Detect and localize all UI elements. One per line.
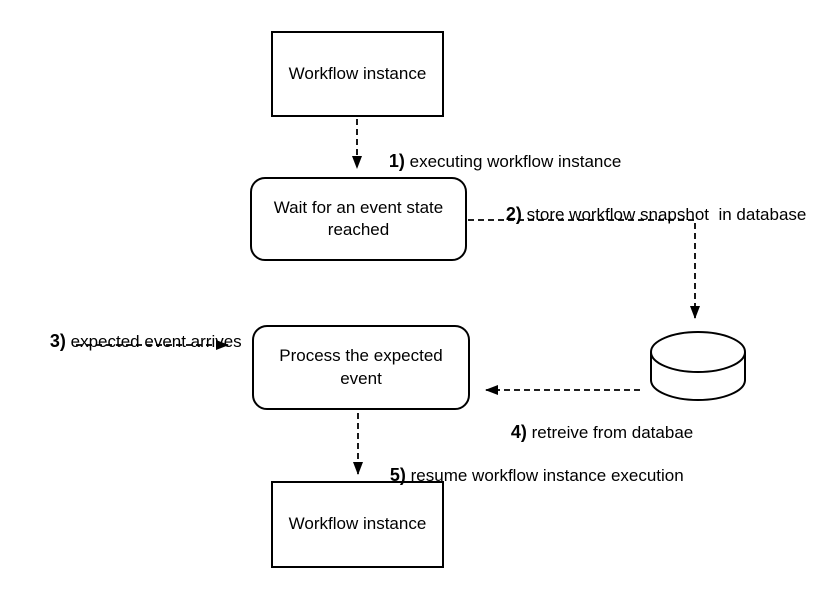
annotation-step-5-number: 5) xyxy=(389,465,406,485)
annotation-step-1-text: executing workflow instance xyxy=(404,152,622,171)
node-workflow-instance-bottom-label: Workflow instance xyxy=(288,514,427,534)
annotation-step-3: 3) expected event arrives xyxy=(31,311,242,372)
annotation-step-4: 4) retreive from databae xyxy=(492,402,693,463)
node-workflow-instance-top: Workflow instance xyxy=(271,31,444,117)
node-workflow-instance-bottom: Workflow instance xyxy=(271,481,444,568)
node-wait-for-event-state: Wait for an event state reached xyxy=(250,177,467,261)
annotation-step-4-text: retreive from databae xyxy=(526,423,694,442)
annotation-step-2-text: store workflow snapshot in database xyxy=(521,205,807,224)
annotation-step-5: 5) resume workflow instance execution xyxy=(371,445,684,506)
annotation-step-1-number: 1) xyxy=(388,151,405,171)
node-workflow-instance-top-label: Workflow instance xyxy=(288,63,427,83)
annotation-step-2-number: 2) xyxy=(505,204,522,224)
database-icon xyxy=(650,331,746,401)
annotation-step-2: 2) store workflow snapshot in database xyxy=(487,184,806,245)
annotation-step-3-number: 3) xyxy=(49,331,66,351)
annotation-step-3-text: expected event arrives xyxy=(65,332,242,351)
node-process-expected-event: Process the expected event xyxy=(252,325,470,410)
node-process-expected-event-label: Process the expected event xyxy=(279,346,443,388)
annotation-step-4-number: 4) xyxy=(510,422,527,442)
annotation-step-1: 1) executing workflow instance xyxy=(370,131,621,192)
node-wait-for-event-state-label: Wait for an event state reached xyxy=(273,197,444,239)
annotation-step-5-text: resume workflow instance execution xyxy=(405,466,684,485)
